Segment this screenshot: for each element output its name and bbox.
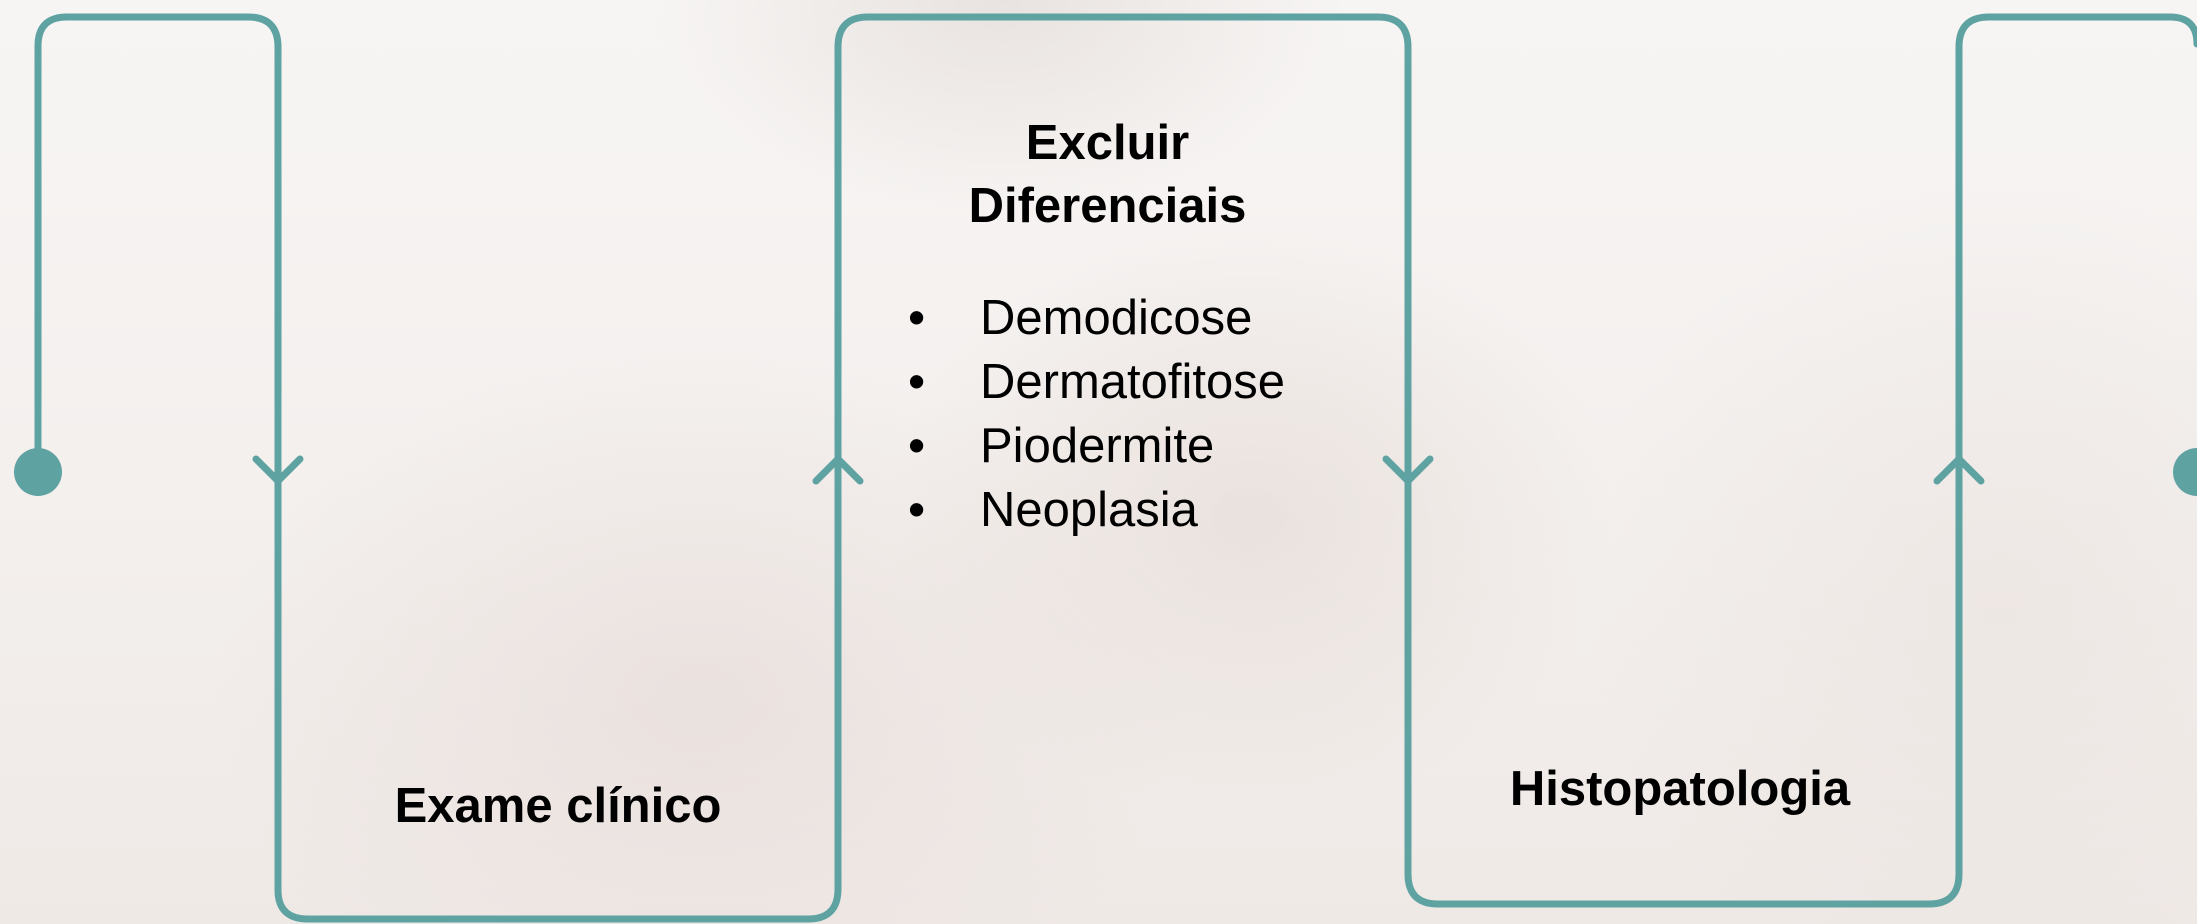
bullet-icon: •: [908, 483, 926, 537]
list-item: •Demodicose: [900, 286, 1340, 350]
list-item: •Neoplasia: [900, 478, 1340, 542]
step-excluir-diferenciais-title: Excluir Diferenciais: [900, 112, 1315, 238]
timeline-start-dot: [14, 448, 62, 496]
chevron-up-icon: [1933, 455, 1985, 485]
timeline-end-dot: [2173, 448, 2197, 496]
step-histopatologia-label: Histopatologia: [1509, 762, 1851, 816]
connector-segment-end: [1955, 13, 2197, 470]
step-exame-clinico-label: Exame clínico: [394, 779, 722, 833]
differentials-list: •Demodicose •Dermatofitose •Piodermite •…: [900, 286, 1340, 542]
title-line: Excluir: [1025, 116, 1190, 170]
list-item: •Dermatofitose: [900, 350, 1340, 414]
chevron-down-icon: [1382, 455, 1434, 485]
title-line: Diferenciais: [968, 179, 1247, 233]
chevron-down-icon: [252, 455, 304, 485]
list-item: •Piodermite: [900, 414, 1340, 478]
bullet-icon: •: [908, 291, 926, 345]
connector-segment-start: [34, 13, 282, 476]
connector-segment-diferenciais: [834, 13, 1412, 474]
chevron-up-icon: [812, 455, 864, 485]
connector-segment-exame: [274, 462, 842, 923]
bullet-icon: •: [908, 419, 926, 473]
bullet-icon: •: [908, 355, 926, 409]
connector-segment-histopatologia: [1404, 462, 1963, 908]
